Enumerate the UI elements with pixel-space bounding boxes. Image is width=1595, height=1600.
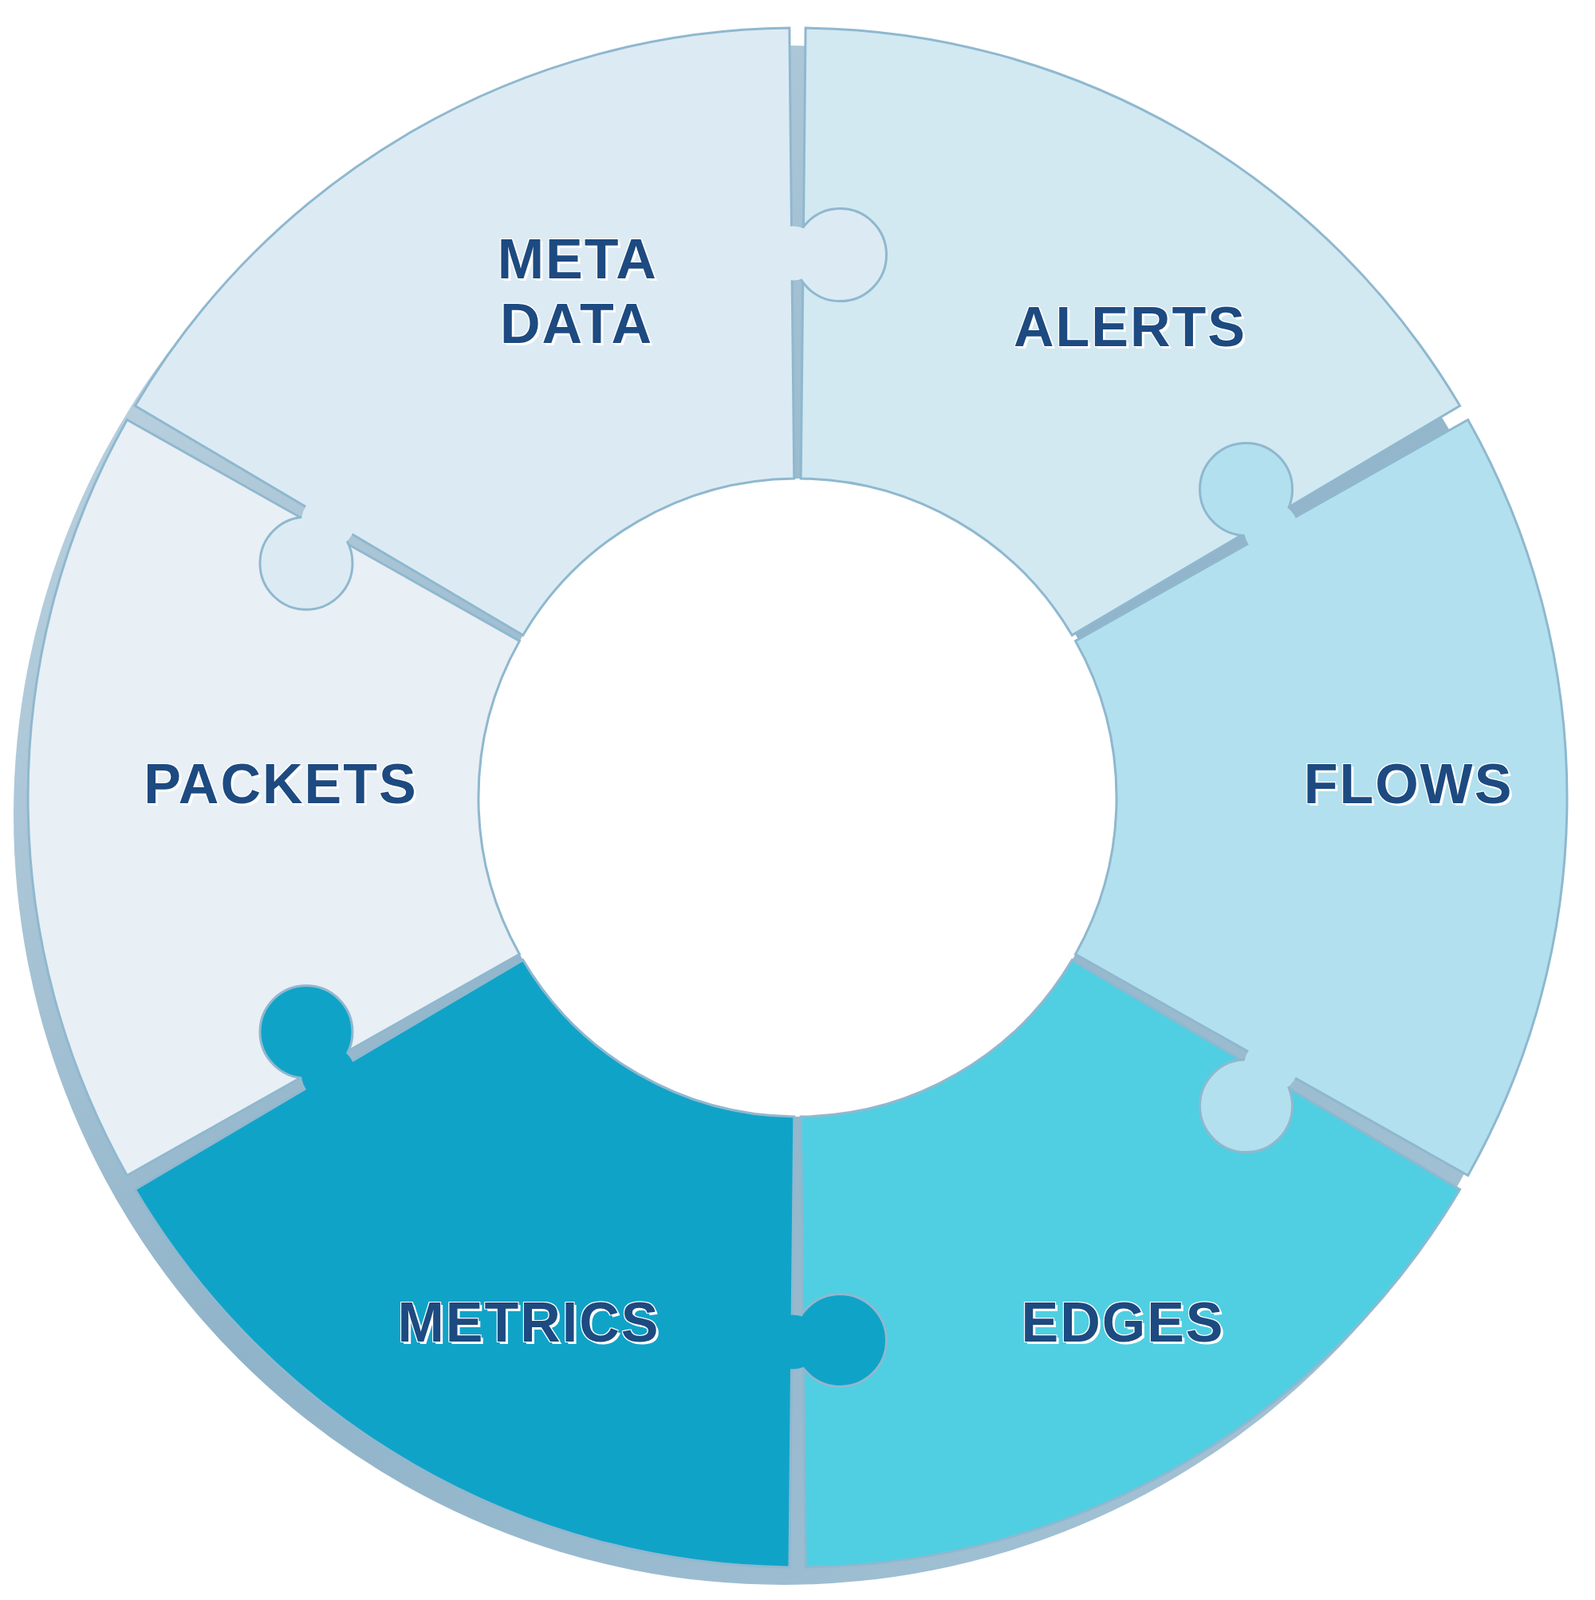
puzzle-knob-neck	[765, 1315, 820, 1370]
puzzle-label: META DATA	[488, 220, 666, 363]
puzzle-label: EDGES	[1011, 1283, 1234, 1362]
piece-title: METRICS	[397, 1290, 661, 1355]
piece-title: EDGES	[1020, 1290, 1225, 1355]
puzzle-piece	[27, 419, 520, 1175]
puzzle-knob-neck	[301, 1046, 356, 1101]
piece-title: PACKETS	[143, 752, 418, 817]
puzzle-knob-neck	[301, 494, 356, 549]
puzzle-label: PACKETS	[133, 745, 427, 824]
puzzle-knob-neck	[1244, 1038, 1299, 1093]
puzzle-label: METRICS	[388, 1283, 670, 1362]
puzzle-piece	[800, 960, 1460, 1568]
piece-title: META DATA	[497, 227, 657, 356]
piece-title: ALERTS	[1013, 295, 1247, 360]
puzzle-label: FLOWS	[1294, 745, 1524, 824]
piece-title: FLOWS	[1303, 752, 1514, 817]
ring-pieces	[27, 27, 1568, 1568]
puzzle-label: ALERTS	[1004, 288, 1257, 367]
puzzle-knob-neck	[765, 226, 820, 281]
puzzle-knob-neck	[1244, 502, 1299, 557]
